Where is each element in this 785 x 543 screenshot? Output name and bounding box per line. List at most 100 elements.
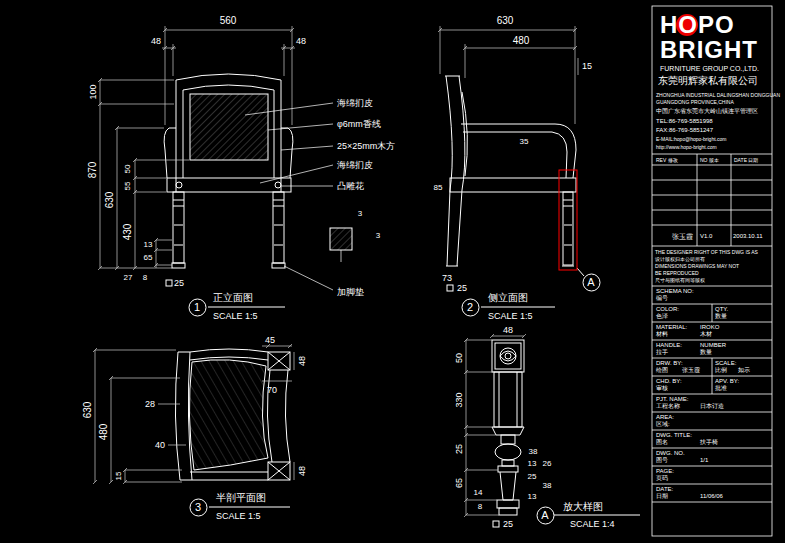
title-block-text: 东莞明辉家私有限公司: [658, 76, 758, 86]
title-block-text: DIMENSIONS DRAWINGS MAY NOT: [655, 264, 739, 269]
view-marker-circle: 2: [461, 298, 480, 317]
detail-post: [500, 472, 516, 500]
title-block-text: CHD. BY:: [656, 378, 682, 384]
plan-view-chair: [190, 349, 268, 360]
front-view-chair: [164, 128, 176, 178]
title-block-text: PJT. NAME:: [656, 396, 688, 402]
side-view-chair: [457, 76, 465, 266]
plan-view-chair: [268, 352, 290, 370]
dimension-text: 73: [442, 274, 452, 283]
dimension-text: 25: [174, 279, 184, 288]
dimension-lines: [98, 78, 174, 270]
dimension-lines: [464, 338, 499, 517]
dimension-lines: [154, 238, 172, 268]
marker-text: 2: [467, 302, 473, 313]
dimension-lines: [163, 28, 294, 50]
title-block-text: NUMBER: [700, 342, 726, 348]
dimension-text: 630: [83, 402, 93, 419]
title-block-text: 数量: [700, 349, 712, 355]
plan-view-chair: [268, 462, 290, 480]
side-view-chair: [446, 76, 452, 266]
title-block-text: 尺寸与图纸有同等版权: [655, 278, 705, 283]
title-block-text: 绘图: [656, 367, 668, 373]
dimension-text: 25: [457, 284, 467, 293]
annotation-text: φ6mm香线: [337, 120, 381, 129]
front-view-chair: [176, 74, 281, 80]
side-view-chair: [577, 268, 584, 276]
title-block-text: IROKO: [700, 324, 719, 330]
title-block-text: 张玉霞: [682, 367, 700, 373]
dimension-lines: [262, 344, 294, 480]
title-block-text: 批准: [715, 385, 727, 391]
title-block-text: 日期: [656, 493, 668, 499]
dimension-text: 70: [267, 386, 277, 395]
dimension-text: 85: [434, 184, 443, 192]
dimension-text: 630: [497, 16, 514, 26]
title-block-text: http://www.hopo-bright.com: [656, 145, 717, 150]
title-block-text: TEL:86-769-5851998: [656, 118, 713, 124]
title-block-text: 拉手: [656, 349, 668, 355]
scale-text: SCALE 1:5: [216, 512, 261, 521]
dimension-text: 50: [455, 353, 464, 363]
view-title-underlines: [208, 307, 640, 515]
title-block-text: MATERIAL:: [656, 324, 687, 330]
title-block-text: ZHONGHUA INDUSTRIAL DALINGSHAN DONGGUAN: [656, 93, 780, 98]
dimension-text: 13: [528, 460, 537, 468]
scale-text: SCALE 1:5: [488, 312, 533, 321]
scale-text: SCALE 1:5: [213, 312, 258, 321]
leader-lines: [245, 103, 341, 290]
detail-post: [500, 351, 516, 361]
title-block-text: THE DESIGNER RIGHT OF THIS DWG IS AS: [655, 250, 758, 255]
title-block-text: SCHEMA NO:: [656, 288, 694, 294]
dimension-text: 15: [115, 472, 123, 481]
dimension-text: 870: [88, 162, 98, 179]
side-view-chair: [450, 178, 576, 192]
detail-post: [499, 508, 517, 515]
dimension-text: 560: [220, 16, 237, 26]
dimension-lines: [93, 348, 182, 484]
front-view-chair: [176, 182, 182, 188]
title-block-text: DATE:: [656, 486, 673, 492]
front-view-chair: [176, 80, 281, 192]
title-block-text: QTY.: [715, 306, 728, 312]
detail-post: [492, 427, 524, 435]
title-block-text: FAX:86-769-5851247: [656, 127, 713, 133]
detail-post: [493, 521, 499, 527]
title-block-text: HANDLE:: [656, 342, 682, 348]
annotation-text: 海绵扪皮: [337, 99, 373, 108]
dimension-text: 25: [503, 520, 513, 529]
leader-lines: [245, 103, 341, 290]
dimension-lines: [438, 26, 578, 124]
title-block-text: 中国广东省东莞市大岭山镇连平管理区: [656, 108, 758, 114]
dimension-text: 27: [124, 274, 133, 282]
title-block-text: DRW. BY:: [656, 360, 683, 366]
side-view-chair: [563, 192, 573, 265]
circle-outline: [189, 299, 206, 316]
annotation-text: 海绵扪皮: [337, 161, 373, 170]
dimension-text: 630: [105, 192, 115, 209]
title-block-text: 木材: [700, 331, 712, 337]
dimension-text: 26: [543, 460, 552, 468]
circle-outline: [583, 274, 600, 291]
title-block-text: DATE 日期: [734, 158, 758, 163]
side-view-chair: [445, 76, 584, 291]
marker-text: A: [541, 510, 548, 521]
title-block-text: DWG. TITLE:: [656, 432, 692, 438]
dimension-text: 48: [296, 37, 306, 46]
title-block-text: GUANGDONG PROVINCE,CHINA: [656, 100, 734, 105]
dimension-text: 48: [503, 326, 513, 335]
title-block-text: DWG. NO.: [656, 450, 685, 456]
title-block-text: REV 修改: [656, 158, 678, 163]
title-block-text: 如示: [738, 367, 750, 373]
title-block-text: 材料: [656, 331, 668, 337]
logo-text: HOPO: [660, 13, 735, 37]
title-block-text: 扶手椅: [700, 439, 718, 445]
dimension-text: 38: [543, 482, 552, 490]
detail-post: [495, 444, 521, 460]
view-marker-circle: A: [582, 273, 601, 292]
front-view-chair: [172, 263, 185, 268]
title-block-text: E-MAIL:hopo@hopo-bright.com: [656, 137, 726, 142]
title-block-text: 色泽: [656, 313, 668, 319]
dimension-text: 100: [89, 84, 98, 99]
title-block-text: 张玉霞: [672, 233, 693, 240]
